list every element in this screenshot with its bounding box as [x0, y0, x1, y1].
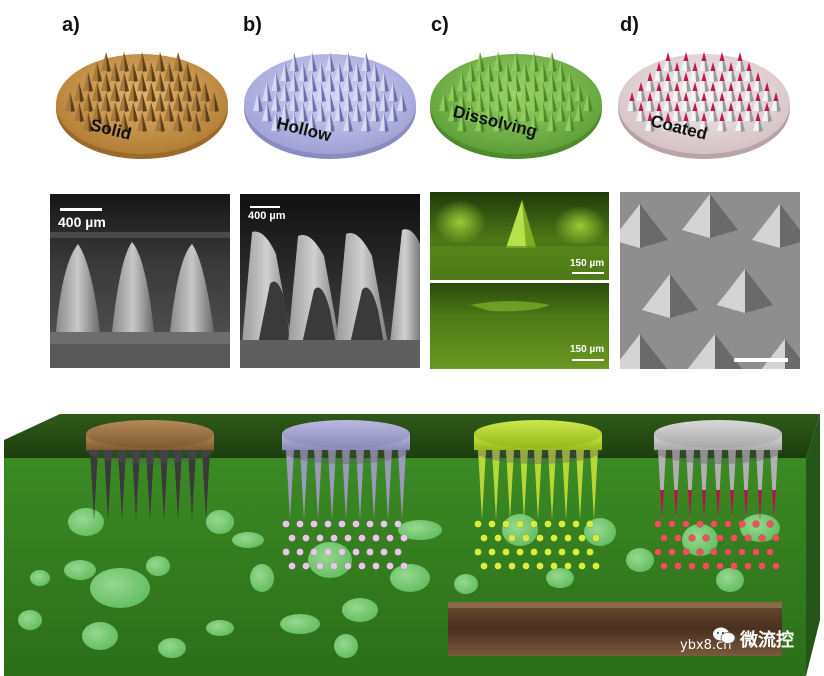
- panel-letter-a: a): [62, 14, 80, 36]
- skin-cross-section-illustration: [4, 414, 820, 676]
- scale-label: 150 µm: [570, 344, 605, 355]
- solid-microneedle-disk: [56, 52, 228, 159]
- panel-letter-b: b): [243, 14, 262, 36]
- coated-microneedle-disk: [618, 52, 790, 159]
- dissolving-fluorescence-top: 150 µm: [430, 192, 609, 280]
- scale-bar: [572, 272, 604, 274]
- scale-label: 400 µm: [248, 210, 286, 222]
- scale-label: 400 µm: [58, 214, 106, 230]
- dissolving-microneedle-disk: [430, 52, 602, 159]
- watermark-account: 微流控: [740, 630, 794, 651]
- scale-label: 150 µm: [570, 258, 605, 269]
- hollow-sem-micrograph: 400 µm: [240, 194, 420, 368]
- dissolving-fluorescence-bottom: 150 µm: [430, 283, 609, 369]
- watermark-site: ybx8.cn: [680, 638, 732, 653]
- wechat-icon: [712, 626, 736, 646]
- hollow-microneedle-disk: [244, 52, 416, 159]
- panel-letter-d: d): [620, 14, 639, 36]
- panel-letter-c: c): [431, 14, 449, 36]
- scale-bar: [250, 206, 280, 208]
- scale-bar: [572, 359, 604, 361]
- solid-sem-micrograph: 400 µm: [50, 194, 230, 368]
- scale-bar: [60, 208, 102, 211]
- scale-bar: [734, 358, 788, 362]
- coated-sem-micrograph: [620, 192, 800, 369]
